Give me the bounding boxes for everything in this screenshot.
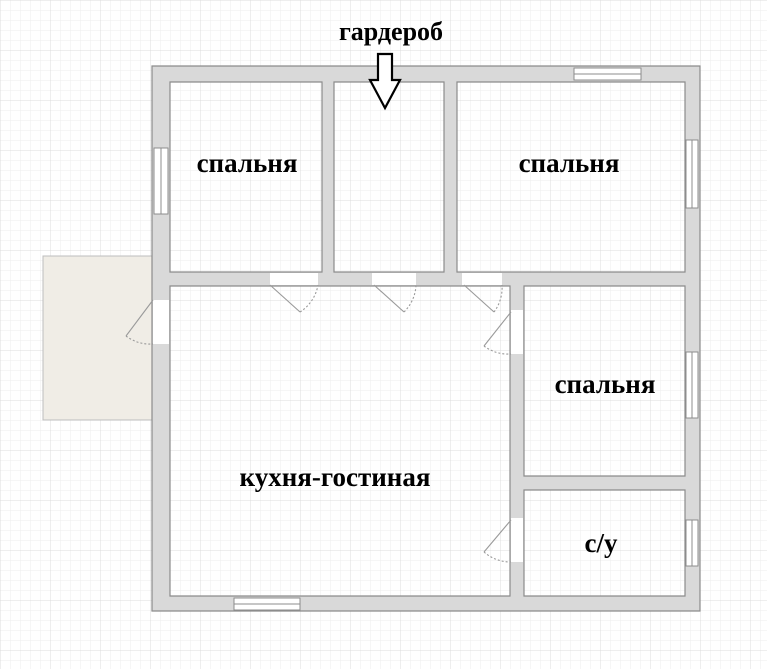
door-bathroom bbox=[483, 519, 512, 563]
terrace bbox=[42, 255, 155, 421]
room-label-kitchen-living: кухня-гостиная bbox=[240, 462, 431, 492]
door-bedroom-right bbox=[483, 311, 512, 355]
walls bbox=[151, 65, 701, 612]
door-openings bbox=[153, 273, 523, 562]
window-top-right bbox=[573, 67, 642, 81]
window-left-bedroom bbox=[153, 147, 169, 215]
window-bottom-kitchen bbox=[233, 597, 301, 611]
windows bbox=[153, 67, 699, 611]
window-bathroom bbox=[685, 519, 699, 567]
door-bedroom-top-right bbox=[463, 284, 503, 313]
doors bbox=[125, 284, 512, 563]
door-entrance bbox=[125, 299, 154, 345]
room-label-bathroom: с/у bbox=[585, 528, 618, 558]
window-right-bedroom bbox=[685, 351, 699, 419]
room-label-bedroom-right: спальня bbox=[555, 369, 656, 399]
door-wardrobe bbox=[373, 284, 417, 313]
wardrobe-arrow-icon bbox=[368, 52, 402, 111]
window-right-top-bedroom bbox=[685, 139, 699, 209]
room-label-bedroom-top-right: спальня bbox=[519, 148, 620, 178]
wardrobe-label: гардероб bbox=[339, 17, 443, 46]
room-label-bedroom-top-left: спальня bbox=[197, 148, 298, 178]
door-bedroom-top-left bbox=[269, 284, 319, 313]
